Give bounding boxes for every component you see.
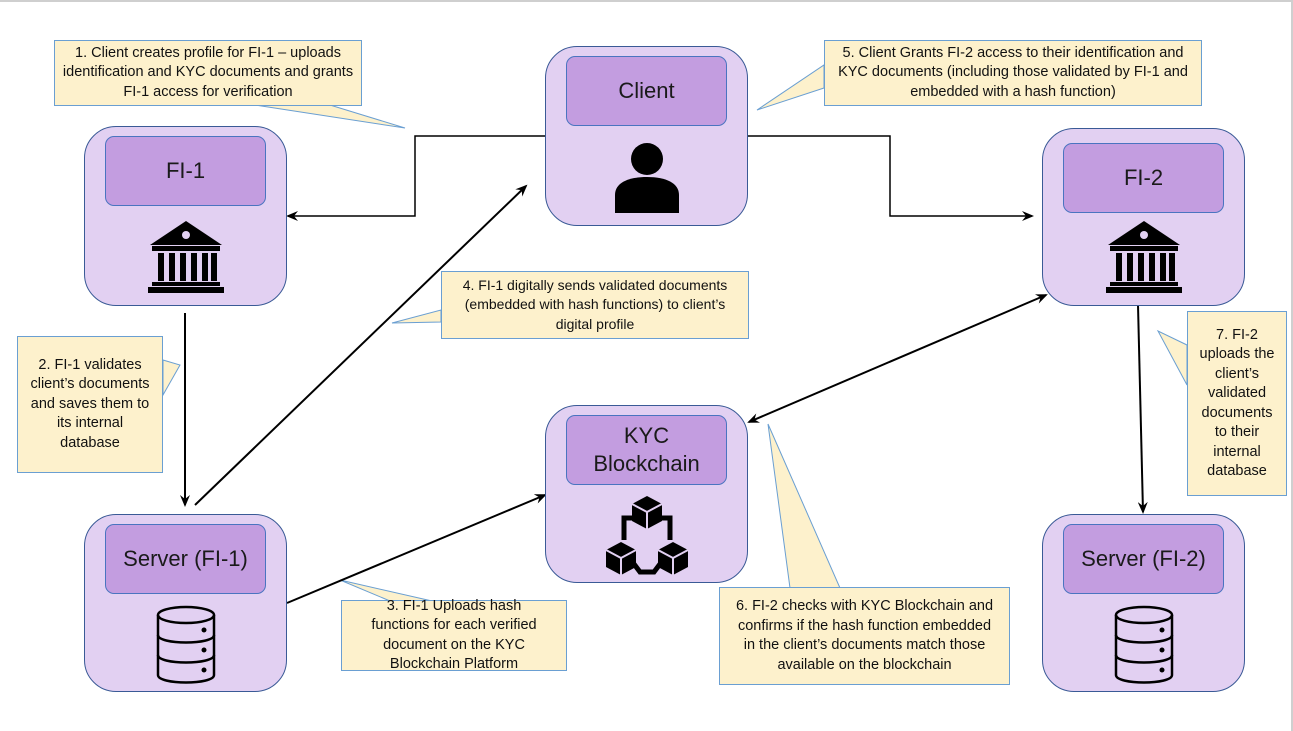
callout-step4: 4. FI-1 digitally sends validated docume…: [441, 271, 749, 339]
connector-fi2-to-server-fi2: [1137, 304, 1148, 514]
node-client[interactable]: Client: [545, 46, 748, 226]
callout-step7-text: 7. FI-2 uploads the client’s validated d…: [1199, 326, 1275, 480]
node-fi2-title: FI-2: [1063, 143, 1224, 213]
connector-fi2-blockchain-bidirectional: [747, 294, 1048, 423]
callout-step2: 2. FI-1 validates client’s documents and…: [17, 336, 163, 473]
node-fi1-title: FI-1: [105, 136, 266, 206]
callout-step6-text: 6. FI-2 checks with KYC Blockchain and c…: [735, 598, 994, 673]
callout-step4-text: 4. FI-1 digitally sends validated docume…: [462, 276, 728, 332]
callout-tail-step1: [254, 104, 406, 129]
callout-tail-step2: [162, 359, 181, 397]
callout-step2-text: 2. FI-1 validates client’s documents and…: [30, 356, 150, 451]
node-kyc-blockchain-title: KYC Blockchain: [566, 415, 727, 485]
connector-client-to-fi1: [286, 135, 545, 221]
node-fi2[interactable]: FI-2: [1042, 128, 1245, 306]
callout-tail-step5: [756, 64, 825, 111]
connector-server-fi1-to-blockchain: [286, 494, 547, 604]
callout-step3-text: 3. FI-1 Uploads hash functions for each …: [371, 597, 537, 673]
database-icon: [1114, 605, 1173, 684]
callout-step3: 3. FI-1 Uploads hash functions for each …: [341, 598, 567, 672]
callout-step5-text: 5. Client Grants FI-2 access to their id…: [838, 44, 1188, 100]
bank-icon: [1105, 221, 1182, 293]
callout-step7: 7. FI-2 uploads the client’s validated d…: [1187, 311, 1287, 496]
callout-tail-step7: [1156, 329, 1188, 386]
person-icon: [614, 143, 679, 213]
connector-client-to-fi2: [748, 135, 1034, 221]
callout-step5: 5. Client Grants FI-2 access to their id…: [824, 40, 1202, 106]
callout-tail-step4: [391, 309, 442, 324]
window-top-border: [0, 0, 1293, 2]
node-server-fi1[interactable]: Server (FI-1): [84, 514, 287, 692]
node-server-fi1-title: Server (FI-1): [105, 524, 266, 594]
node-server-fi2[interactable]: Server (FI-2): [1042, 514, 1245, 692]
callout-step6: 6. FI-2 checks with KYC Blockchain and c…: [719, 587, 1010, 685]
bank-icon: [147, 221, 224, 293]
window-right-border: [1291, 0, 1293, 731]
node-server-fi2-title: Server (FI-2): [1063, 524, 1224, 594]
callout-step1-text: 1. Client creates profile for FI-1 – upl…: [62, 44, 354, 100]
node-client-title: Client: [566, 56, 727, 126]
callout-step1: 1. Client creates profile for FI-1 – upl…: [54, 40, 362, 106]
callout-tail-step6: [767, 423, 841, 589]
blockchain-icon: [605, 496, 688, 575]
node-kyc-blockchain[interactable]: KYC Blockchain: [545, 405, 748, 583]
database-icon: [156, 605, 215, 684]
node-fi1[interactable]: FI-1: [84, 126, 287, 306]
